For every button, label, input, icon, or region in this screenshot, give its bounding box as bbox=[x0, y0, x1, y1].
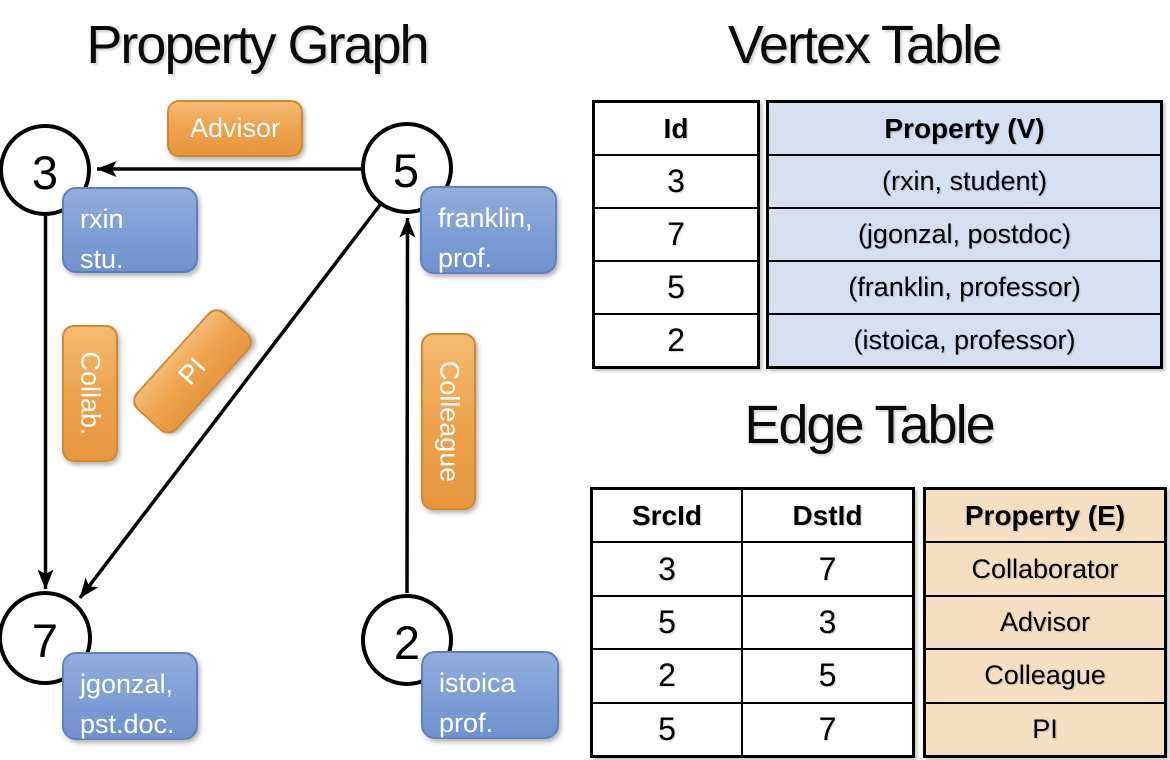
edge-table-srcid-cell: 5 bbox=[593, 701, 741, 755]
edge-table-srcid-cell: 3 bbox=[593, 541, 741, 594]
edge-table-property-cell: Advisor bbox=[926, 594, 1164, 649]
edge-table-property-column: Property (E) Collaborator Advisor Collea… bbox=[923, 487, 1167, 758]
edge-table-header-dstid: DstId bbox=[792, 499, 863, 531]
edge-table-property-cell: Collaborator bbox=[926, 541, 1164, 595]
node-id-5: 5 bbox=[392, 143, 420, 197]
vertex-label-3-line1: rxin bbox=[80, 204, 124, 234]
vertex-label-7-line1: jgonzal, bbox=[80, 669, 174, 699]
vertex-table-property-column: Property (V) (rxin, student) (jgonzal, p… bbox=[766, 100, 1163, 369]
edge-table-dstid-column: DstId 7 3 5 7 bbox=[741, 490, 912, 755]
vertex-table-id-cell: 5 bbox=[595, 260, 757, 313]
node-id-2: 2 bbox=[393, 615, 421, 669]
vertex-table-header-id: Id bbox=[663, 112, 689, 144]
edge-label-advisor: Advisor bbox=[167, 100, 303, 157]
edge-table-property-cell: Colleague bbox=[926, 648, 1164, 702]
edge-table-srcid-cell: 2 bbox=[593, 648, 741, 701]
vertex-table-id-column: Id 3 7 5 2 bbox=[592, 100, 760, 369]
vertex-label-3: rxin stu. bbox=[62, 187, 198, 274]
edge-table-header-srcid: SrcId bbox=[631, 499, 703, 531]
edge-table-header-property: Property (E) bbox=[926, 490, 1164, 542]
edge-table-title: Edge Table bbox=[744, 395, 995, 455]
edge-label-colleague-text: Colleague bbox=[434, 360, 464, 483]
vertex-label-7: jgonzal, pst.doc. bbox=[62, 652, 198, 740]
vertex-label-2: istoica prof. bbox=[421, 651, 559, 739]
edge-line-pi-5-to-7 bbox=[78, 203, 382, 600]
edge-table-property-cell: PI bbox=[926, 701, 1164, 756]
vertex-table-header-property: Property (V) bbox=[769, 103, 1160, 154]
vertex-label-5: franklin, prof. bbox=[420, 186, 557, 274]
edge-label-colleague: Colleague bbox=[421, 333, 476, 510]
edge-table-dstid-cell: 7 bbox=[743, 541, 912, 594]
vertex-table-title: Vertex Table bbox=[727, 15, 1002, 75]
edge-table-ids-columns: SrcId 3 5 2 5 DstId 7 3 5 7 bbox=[590, 487, 915, 758]
vertex-table-property-cell: (jgonzal, postdoc) bbox=[769, 207, 1160, 260]
vertex-label-2-line2: prof. bbox=[439, 708, 494, 738]
vertex-table-id-cell: 2 bbox=[595, 313, 757, 366]
vertex-label-7-line2: pst.doc. bbox=[80, 709, 175, 739]
edge-table-dstid-cell: 5 bbox=[743, 648, 912, 701]
node-id-3: 3 bbox=[31, 145, 59, 199]
edge-table-srcid-column: SrcId 3 5 2 5 bbox=[593, 490, 741, 755]
edge-label-collab: Collab. bbox=[62, 325, 118, 462]
property-graph-title: Property Graph bbox=[86, 15, 429, 75]
edge-table-srcid-cell: 5 bbox=[593, 594, 741, 648]
vertex-table-id-cell: 7 bbox=[595, 207, 757, 260]
edge-label-pi-text: PI bbox=[172, 351, 212, 391]
vertex-label-5-line1: franklin, bbox=[438, 203, 533, 233]
vertex-label-2-line1: istoica bbox=[439, 668, 516, 698]
vertex-table-property-cell: (rxin, student) bbox=[769, 154, 1160, 207]
vertex-label-3-line2: stu. bbox=[80, 244, 124, 274]
vertex-table-id-cell: 3 bbox=[595, 154, 757, 207]
edge-table-dstid-cell: 7 bbox=[743, 701, 912, 755]
node-id-7: 7 bbox=[31, 613, 59, 667]
edge-table-dstid-cell: 3 bbox=[743, 594, 912, 648]
vertex-table-property-cell: (istoica, professor) bbox=[769, 313, 1160, 366]
edge-label-advisor-text: Advisor bbox=[189, 113, 281, 143]
vertex-table-property-cell: (franklin, professor) bbox=[769, 260, 1160, 313]
edge-line-colleague-2-to-5 bbox=[399, 217, 416, 594]
edge-label-collab-text: Collab. bbox=[75, 351, 106, 436]
vertex-label-5-line2: prof. bbox=[438, 243, 493, 273]
